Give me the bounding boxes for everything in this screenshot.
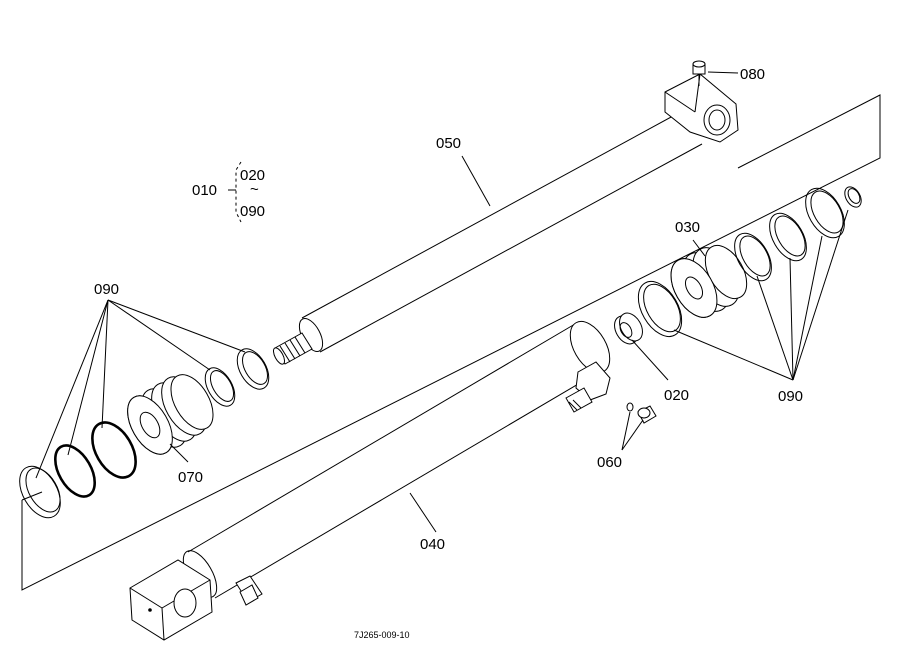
cylinder-tube — [129, 320, 611, 641]
label-030: 030 — [675, 219, 700, 236]
seal-rings-left — [19, 348, 270, 519]
grease-nipple-top — [692, 60, 739, 86]
label-010: 010 — [192, 182, 217, 199]
seal-rings-right — [637, 186, 862, 337]
label-040: 040 — [420, 536, 445, 553]
label-050: 050 — [436, 135, 461, 152]
piston-rod — [272, 73, 739, 365]
fittings — [626, 402, 657, 424]
leader-lines — [35, 155, 849, 533]
drawing-code: 7J265-009-10 — [354, 630, 410, 640]
label-020-group: 020 — [240, 167, 265, 184]
label-020: 020 — [664, 387, 689, 404]
label-090-right: 090 — [778, 388, 803, 405]
part-labels: 010 020 ~ 090 050 080 030 090 090 070 02… — [94, 66, 803, 553]
label-060: 060 — [597, 454, 622, 471]
label-070: 070 — [178, 469, 203, 486]
gland — [127, 374, 214, 455]
assembly-frame — [21, 94, 881, 591]
nut — [614, 312, 643, 345]
piston — [670, 244, 748, 318]
label-tilde: ~ — [250, 181, 259, 198]
label-090-left: 090 — [94, 281, 119, 298]
label-080: 080 — [740, 66, 765, 83]
label-090-group: 090 — [240, 203, 265, 220]
